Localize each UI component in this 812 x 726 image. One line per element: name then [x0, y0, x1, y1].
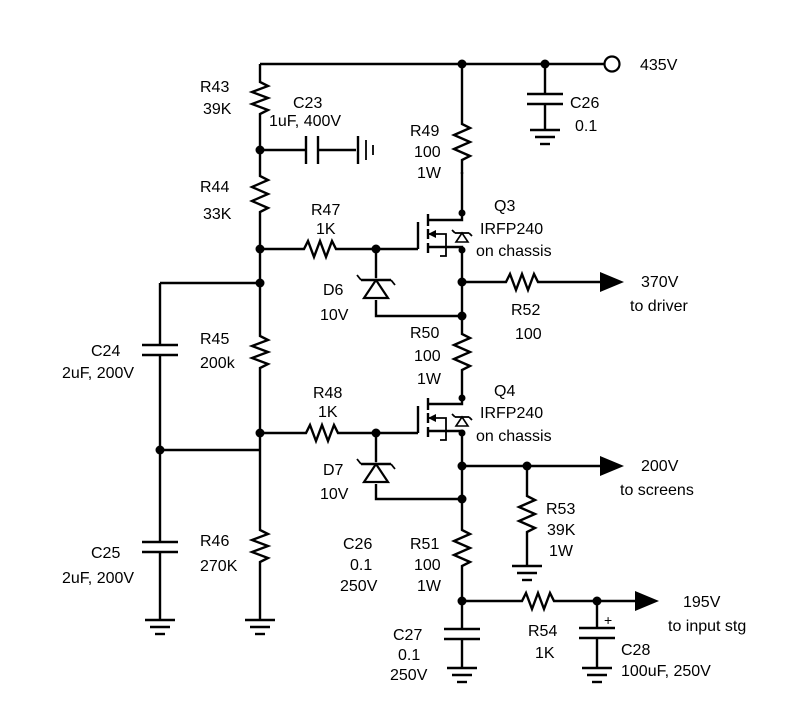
c28-polarity-mark: + [604, 612, 612, 628]
r46-value: 270K [200, 558, 238, 575]
r50-rating: 1W [417, 371, 442, 388]
capacitor-c23 [304, 136, 320, 164]
rail-200v-note: to screens [620, 482, 694, 499]
r54-ref: R54 [528, 623, 557, 640]
q4-ref: Q4 [494, 383, 515, 400]
rail-195v-label: 195V [683, 594, 721, 611]
capacitor-c28: + [579, 612, 615, 640]
r49-ref: R49 [410, 123, 439, 140]
c24-ref: C24 [91, 343, 120, 360]
q3-ref: Q3 [494, 198, 515, 215]
q4-note: on chassis [476, 428, 552, 445]
ground-r53 [512, 564, 542, 582]
q4-part: IRFP240 [480, 405, 543, 422]
chassis-ground-c23 [356, 136, 374, 164]
wires [158, 62, 637, 668]
resistor-r43 [248, 78, 272, 118]
q3-part: IRFP240 [480, 221, 543, 238]
r50-value: 100 [414, 348, 441, 365]
resistor-r51 [451, 524, 473, 574]
capacitor-c24 [142, 343, 178, 357]
mosfet-q4 [416, 394, 473, 441]
r47-value: 1K [316, 221, 336, 238]
capacitor-c27 [444, 627, 480, 641]
r43-ref: R43 [200, 79, 229, 96]
ground-c25 [145, 618, 175, 636]
d6-ref: D6 [323, 282, 344, 299]
c24-value: 2uF, 200V [62, 365, 134, 382]
r51-rating: 1W [417, 578, 442, 595]
c23-value: 1uF, 400V [269, 113, 341, 130]
r45-value: 200k [200, 355, 236, 372]
zener-diode-d7 [356, 458, 396, 484]
c26-lower-value: 0.1 [350, 557, 372, 574]
c25-value: 2uF, 200V [62, 570, 134, 587]
ground-r46 [245, 618, 275, 636]
r48-value: 1K [318, 404, 338, 421]
resistor-r49 [451, 118, 473, 174]
ground-c27 [447, 666, 477, 684]
c27-ref: C27 [393, 627, 422, 644]
resistor-r53 [516, 490, 538, 540]
ground-c26 [530, 128, 560, 146]
mosfet-q3 [416, 209, 473, 257]
q3-note: on chassis [476, 243, 552, 260]
arrow-screens-icon [600, 456, 624, 476]
zener-diode-d6 [356, 274, 396, 300]
rail-435v-label: 435V [640, 57, 678, 74]
r47-ref: R47 [311, 202, 340, 219]
c25-ref: C25 [91, 545, 120, 562]
capacitor-c25 [142, 540, 178, 554]
c26-top-ref: C26 [570, 95, 599, 112]
rail-200v-label: 200V [641, 458, 679, 475]
resistor-r54 [516, 589, 564, 613]
r49-rating: 1W [417, 165, 442, 182]
resistor-r44 [249, 170, 271, 222]
r52-ref: R52 [511, 302, 540, 319]
r51-value: 100 [414, 557, 441, 574]
junction-dots [155, 59, 602, 606]
c26-top-value: 0.1 [575, 118, 597, 135]
c23-ref: C23 [293, 95, 322, 112]
r53-ref: R53 [546, 501, 575, 518]
resistor-r45 [248, 332, 272, 374]
ground-c28 [582, 666, 612, 684]
c28-value: 100uF, 250V [621, 663, 711, 680]
d6-value: 10V [320, 307, 349, 324]
r46-ref: R46 [200, 533, 229, 550]
r44-ref: R44 [200, 179, 229, 196]
r53-value: 39K [547, 522, 576, 539]
resistor-r47 [298, 237, 346, 261]
r52-value: 100 [515, 326, 542, 343]
resistor-r52 [500, 270, 548, 294]
arrow-input-stg-icon [635, 591, 659, 611]
rail-370v-label: 370V [641, 274, 679, 291]
rail-195v-note: to input stg [668, 618, 746, 635]
rail-370v-note: to driver [630, 298, 688, 315]
d7-ref: D7 [323, 462, 344, 479]
c26-lower-rating: 250V [340, 578, 378, 595]
r43-value: 39K [203, 101, 232, 118]
r48-ref: R48 [313, 385, 342, 402]
labels: 435V 370V to driver 200V to screens 195V… [62, 57, 746, 684]
r49-value: 100 [414, 144, 441, 161]
c27-value: 0.1 [398, 647, 420, 664]
input-terminal-icon [603, 55, 621, 73]
r50-ref: R50 [410, 325, 439, 342]
r45-ref: R45 [200, 331, 229, 348]
r44-value: 33K [203, 206, 232, 223]
c26-lower-ref: C26 [343, 536, 372, 553]
c28-ref: C28 [621, 642, 650, 659]
r54-value: 1K [535, 645, 555, 662]
resistor-r48 [300, 421, 348, 445]
c27-rating: 250V [390, 667, 428, 684]
d7-value: 10V [320, 486, 349, 503]
r51-ref: R51 [410, 536, 439, 553]
resistor-r46 [248, 524, 272, 572]
resistor-r50 [451, 328, 473, 376]
capacitor-c26-top [527, 92, 563, 106]
r53-rating: 1W [549, 543, 574, 560]
arrow-driver-icon [600, 272, 624, 292]
